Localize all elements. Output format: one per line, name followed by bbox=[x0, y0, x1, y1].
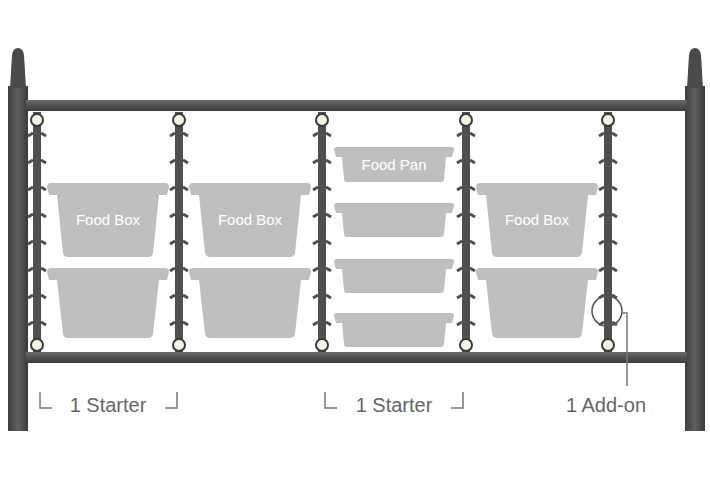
ladder-notch bbox=[28, 160, 46, 163]
food-pan: Food Pan bbox=[334, 147, 454, 182]
container-label: Food Pan bbox=[361, 156, 426, 173]
indicator-light bbox=[316, 114, 328, 126]
ladder-notch bbox=[457, 214, 475, 217]
right-post bbox=[685, 86, 705, 431]
ladder-notch bbox=[313, 133, 331, 136]
left-post bbox=[8, 86, 28, 431]
ladder-notch bbox=[28, 133, 46, 136]
ladder-notch bbox=[457, 268, 475, 271]
indicator-light bbox=[460, 339, 472, 351]
indicator-light bbox=[31, 114, 43, 126]
ladder-notch bbox=[28, 241, 46, 244]
ladder-bar bbox=[318, 112, 326, 352]
ladder-notch bbox=[313, 214, 331, 217]
ladder-notch bbox=[457, 133, 475, 136]
food-pan bbox=[334, 259, 454, 293]
ladder-notch bbox=[170, 133, 188, 136]
ladder-notch bbox=[599, 268, 617, 271]
indicator-light bbox=[31, 339, 43, 351]
bottom-rail bbox=[26, 352, 687, 363]
leader-line bbox=[622, 313, 627, 386]
ladder-notch bbox=[457, 322, 475, 325]
ladder-notch bbox=[599, 187, 617, 190]
ladder-notch bbox=[28, 187, 46, 190]
food-box bbox=[47, 268, 169, 338]
food-box: Food Box bbox=[47, 183, 169, 257]
right-post-cap bbox=[687, 48, 703, 88]
ladder-notch bbox=[170, 160, 188, 163]
module-count-label: 1 Starter bbox=[68, 394, 149, 417]
ladder-notch bbox=[28, 268, 46, 271]
indicator-light bbox=[316, 339, 328, 351]
ladder-notch bbox=[170, 241, 188, 244]
indicator-light bbox=[602, 339, 614, 351]
ladder-notch bbox=[170, 214, 188, 217]
ladder-notch bbox=[170, 268, 188, 271]
ladder-bar bbox=[604, 112, 612, 352]
ladder-notch bbox=[313, 187, 331, 190]
container-label: Food Box bbox=[76, 211, 140, 228]
left-post-cap bbox=[10, 48, 26, 88]
ladder-notch bbox=[313, 322, 331, 325]
module-count-label: 1 Add-on bbox=[564, 394, 648, 417]
ladder-notch bbox=[599, 241, 617, 244]
ladder-notch bbox=[599, 214, 617, 217]
food-pan bbox=[334, 313, 454, 347]
unlabeled-containers bbox=[47, 203, 598, 347]
food-box: Food Box bbox=[189, 183, 311, 257]
indicator-light bbox=[602, 114, 614, 126]
ladder-notch bbox=[28, 322, 46, 325]
indicator-light bbox=[173, 339, 185, 351]
ladder-notch bbox=[313, 295, 331, 298]
ladder-notch bbox=[170, 322, 188, 325]
module-count-label: 1 Starter bbox=[354, 394, 435, 417]
food-box: Food Box bbox=[476, 183, 598, 257]
container-label: Food Box bbox=[505, 211, 569, 228]
container-label: Food Box bbox=[218, 211, 282, 228]
callout-circle bbox=[592, 296, 622, 326]
ladder-notch bbox=[313, 241, 331, 244]
ladder-notch bbox=[599, 133, 617, 136]
ladder-notch bbox=[599, 160, 617, 163]
indicator-light bbox=[173, 114, 185, 126]
ladder-bar bbox=[462, 112, 470, 352]
ladder-bar bbox=[33, 112, 41, 352]
ladder-notch bbox=[170, 295, 188, 298]
ladder-notch bbox=[28, 214, 46, 217]
ladder-notch bbox=[313, 160, 331, 163]
ladder-notch bbox=[170, 187, 188, 190]
indicator-light bbox=[460, 114, 472, 126]
ladder-bars bbox=[28, 112, 617, 352]
food-box bbox=[189, 268, 311, 338]
ladder-bar bbox=[175, 112, 183, 352]
ladder-notch bbox=[457, 241, 475, 244]
ladder-notch bbox=[457, 295, 475, 298]
ladder-notch bbox=[28, 295, 46, 298]
ladder-notch bbox=[457, 187, 475, 190]
ladder-notch bbox=[457, 160, 475, 163]
top-rail bbox=[26, 100, 687, 111]
ladder-notch bbox=[313, 268, 331, 271]
food-pan bbox=[334, 203, 454, 237]
food-box bbox=[476, 268, 598, 338]
